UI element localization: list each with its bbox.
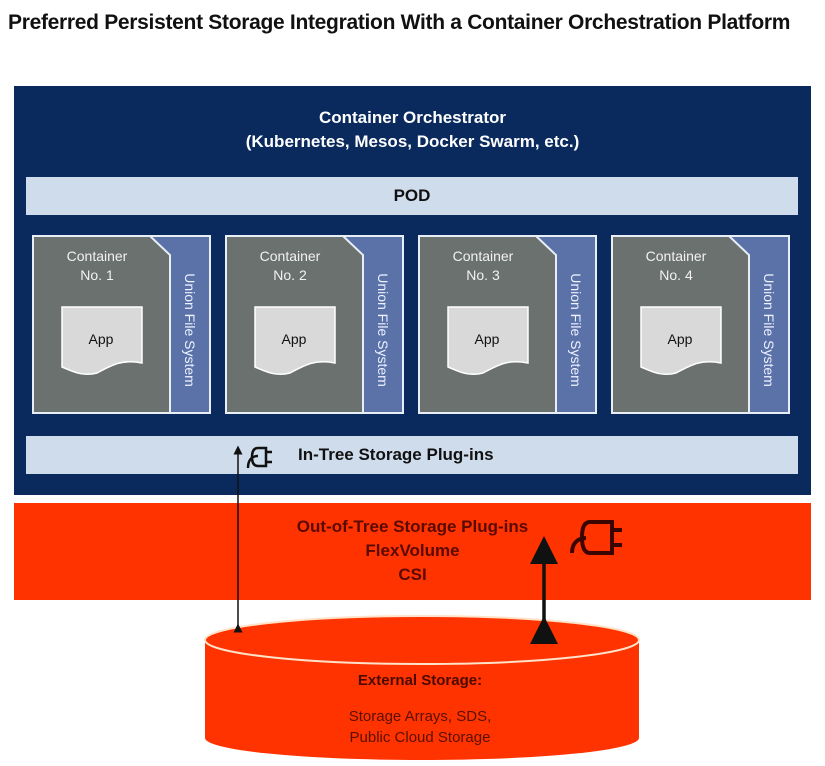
- app-document-icon: [61, 306, 143, 376]
- union-file-system: Union File System: [365, 255, 401, 405]
- in-tree-plugins-bar: In-Tree Storage Plug-ins: [26, 436, 798, 474]
- container-label-line1: Container: [645, 248, 707, 264]
- app-label: App: [667, 331, 693, 347]
- app-label: App: [474, 331, 500, 347]
- container-4: Container No. 4 App Union File System: [611, 235, 790, 414]
- orchestrator-title-line1: Container Orchestrator: [318, 108, 507, 127]
- external-storage-line1: Storage Arrays, SDS,: [348, 708, 492, 725]
- container-label: Container No. 3: [428, 247, 538, 285]
- out-of-tree-line3: CSI: [398, 565, 427, 584]
- app-label: App: [88, 331, 114, 347]
- container-label-line2: No. 1: [80, 267, 114, 283]
- external-storage-line2: Public Cloud Storage: [349, 729, 491, 746]
- container-label-line1: Container: [66, 248, 128, 264]
- external-storage-title: External Storage:: [357, 672, 483, 689]
- app-document-icon: [640, 306, 722, 376]
- container-2: Container No. 2 App Union File System: [225, 235, 404, 414]
- container-label-line1: Container: [452, 248, 514, 264]
- union-file-system-label: Union File System: [761, 273, 777, 387]
- external-storage-description: Storage Arrays, SDS, Public Cloud Storag…: [200, 706, 640, 748]
- container-label-line2: No. 3: [466, 267, 500, 283]
- orchestrator-title-line2: (Kubernetes, Mesos, Docker Swarm, etc.): [245, 132, 580, 151]
- out-of-tree-plugins-text: Out-of-Tree Storage Plug-ins FlexVolume …: [14, 515, 811, 587]
- in-tree-plugins-label: In-Tree Storage Plug-ins: [298, 445, 494, 464]
- container-shape: [225, 235, 404, 414]
- app-document-icon: [447, 306, 529, 376]
- container-orchestrator-box: Container Orchestrator (Kubernetes, Meso…: [14, 86, 811, 495]
- diagram-title: Preferred Persistent Storage Integration…: [8, 11, 791, 34]
- union-file-system: Union File System: [751, 255, 787, 405]
- containers-row: Container No. 1 App Union File System Co…: [32, 235, 792, 416]
- union-file-system-label: Union File System: [568, 273, 584, 387]
- container-3: Container No. 3 App Union File System: [418, 235, 597, 414]
- container-label-line2: No. 2: [273, 267, 307, 283]
- union-file-system-label: Union File System: [375, 273, 391, 387]
- union-file-system-label: Union File System: [182, 273, 198, 387]
- container-label: Container No. 1: [42, 247, 152, 285]
- out-of-tree-plugins-band: Out-of-Tree Storage Plug-ins FlexVolume …: [14, 503, 811, 600]
- container-shape: [418, 235, 597, 414]
- pod-bar: POD: [26, 177, 798, 215]
- container-1: Container No. 1 App Union File System: [32, 235, 211, 414]
- container-label-line2: No. 4: [659, 267, 693, 283]
- container-label-line1: Container: [259, 248, 321, 264]
- container-shape: [32, 235, 211, 414]
- app-label: App: [281, 331, 307, 347]
- orchestrator-title: Container Orchestrator (Kubernetes, Meso…: [14, 106, 811, 154]
- container-label: Container No. 4: [621, 247, 731, 285]
- out-of-tree-line1: Out-of-Tree Storage Plug-ins: [296, 517, 529, 536]
- union-file-system: Union File System: [172, 255, 208, 405]
- container-label: Container No. 2: [235, 247, 345, 285]
- container-shape: [611, 235, 790, 414]
- union-file-system: Union File System: [558, 255, 594, 405]
- app-document-icon: [254, 306, 336, 376]
- out-of-tree-line2: FlexVolume: [365, 541, 460, 560]
